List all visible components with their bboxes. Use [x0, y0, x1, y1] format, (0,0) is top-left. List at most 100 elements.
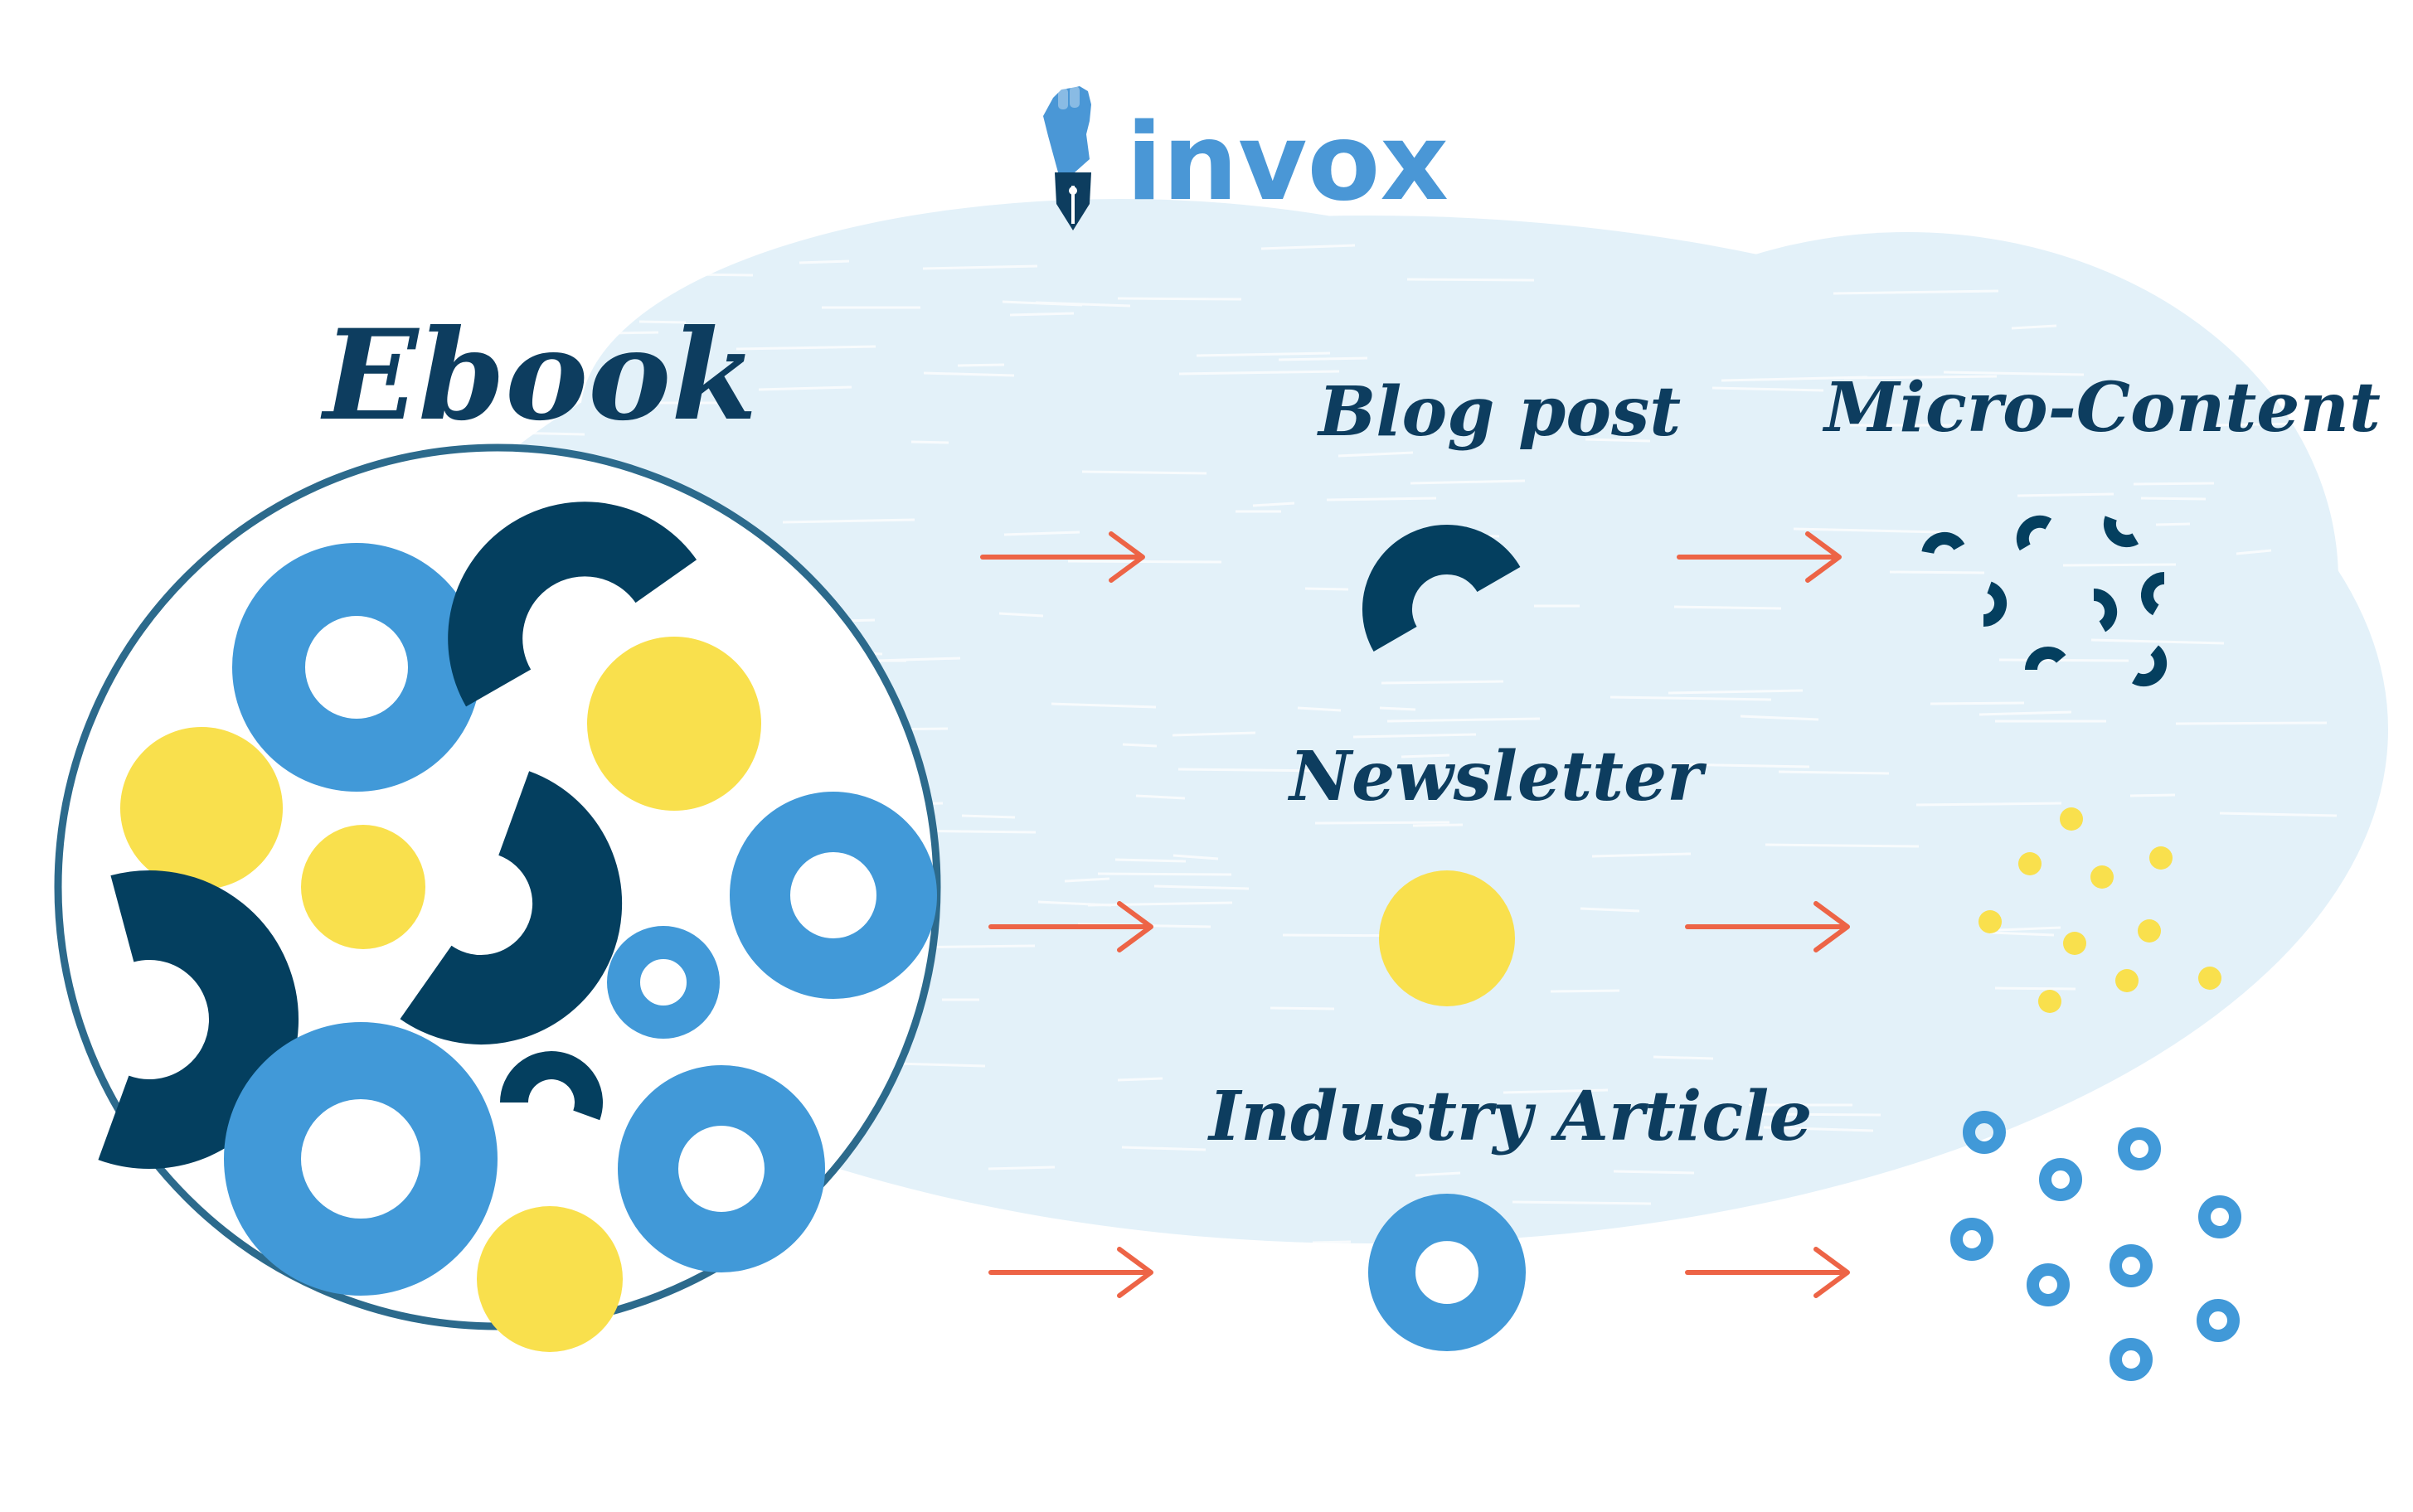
haze-streak [625, 272, 754, 277]
micro-blue-ring [2118, 1127, 2161, 1170]
haze-streak [1312, 1240, 1352, 1244]
micro-navy-arc [2016, 515, 2052, 551]
haze-streak [355, 385, 489, 391]
micro-content-scatter [1921, 515, 2241, 1381]
haze-streak [1097, 872, 1232, 876]
micro-navy-arc [2140, 571, 2165, 616]
arrow-head [1117, 901, 1153, 952]
haze-streak [1406, 278, 1535, 282]
haze-streak [1978, 710, 2072, 716]
haze-streak [1943, 371, 2085, 376]
haze-streak [1930, 701, 2025, 705]
haze-streak [1135, 794, 1186, 800]
industry-article-ring [1368, 1194, 1526, 1351]
ebook-blue-ring [618, 1065, 825, 1272]
arrow-head [1813, 1247, 1850, 1298]
newsletter-dot [1379, 870, 1515, 1006]
haze-streak [1833, 289, 1999, 295]
haze-streak [957, 363, 1005, 367]
haze-streak [1173, 854, 1219, 860]
micro-navy-arc [2093, 588, 2118, 632]
haze-streak [1379, 706, 1416, 711]
arrow-head [1813, 901, 1850, 952]
haze-streak [1051, 702, 1157, 709]
haze-streak [923, 371, 1015, 377]
haze-streak [1314, 821, 1450, 825]
haze-streak [1381, 680, 1504, 685]
haze-streak [1067, 560, 1222, 564]
haze-streak [1003, 531, 1080, 536]
haze-streak [988, 1166, 1056, 1170]
haze-streak [1778, 770, 1890, 775]
micro-blue-ring [1950, 1218, 1993, 1261]
micro-navy-arc [2132, 645, 2168, 687]
micro-yellow-dot [2115, 969, 2139, 992]
haze-streak [1711, 386, 1824, 392]
arrows [980, 531, 1850, 1298]
haze-streak [2219, 812, 2338, 817]
micro-blue-ring [1963, 1111, 2006, 1154]
micro-yellow-dot [2018, 852, 2042, 875]
output-label-article: Industry Article [1207, 1077, 1812, 1156]
micro-blue-ring [2110, 1244, 2153, 1287]
haze-streak [1252, 502, 1295, 507]
haze-streak [1994, 986, 2076, 991]
ebook-yellow-dot [587, 637, 761, 811]
haze-streak [2133, 482, 2215, 486]
ebook-yellow-dot [120, 727, 283, 889]
haze-streak [1668, 689, 1804, 695]
haze-streak [1117, 1077, 1163, 1082]
haze-streak [1415, 1171, 1461, 1177]
haze-streak [1740, 715, 1819, 721]
haze-streak [1915, 802, 2062, 807]
haze-streak [1087, 901, 1233, 907]
haze-streak [1653, 1055, 1714, 1060]
micro-navy-arc [2025, 647, 2066, 671]
haze-streak [1386, 717, 1541, 723]
haze-streak [1297, 706, 1342, 712]
haze-streak [961, 814, 1016, 819]
haze-streak [2011, 324, 2057, 330]
micro-navy-arc [1921, 531, 1965, 555]
haze-streak [1121, 1146, 1206, 1151]
haze-streak [2035, 1248, 2100, 1253]
haze-streak [1326, 497, 1437, 502]
haze-streak [1503, 1088, 1609, 1094]
micro-navy-arc [2103, 516, 2139, 548]
haze-streak [1172, 731, 1256, 737]
haze-streak [2017, 492, 2114, 497]
micro-blue-ring [2198, 1195, 2241, 1238]
haze-streak [1673, 605, 1782, 610]
ebook-yellow-dot [301, 825, 425, 949]
output-label-blog: Blog post [1317, 372, 1681, 452]
ebook-circle [54, 443, 941, 1352]
micro-yellow-dot [2138, 919, 2161, 943]
haze-streak [1122, 743, 1158, 748]
ebook-blue-ring [232, 543, 481, 792]
haze-streak [1972, 1208, 2105, 1212]
micro-yellow-dot [2038, 990, 2061, 1013]
haze-streak [922, 264, 1038, 270]
micro-yellow-dot [2198, 967, 2221, 990]
micro-content-label: Micro-Content [1822, 368, 2381, 448]
ebook-navy-arc [98, 870, 299, 1169]
haze-streak [2211, 422, 2304, 427]
haze-streak [1989, 931, 2055, 937]
micro-blue-ring [2110, 1338, 2153, 1381]
haze-streak [2208, 1104, 2344, 1109]
haze-streak [1064, 877, 1110, 883]
micro-yellow-dot [2063, 932, 2086, 955]
haze-streak [1580, 907, 1640, 913]
haze-streak [426, 429, 585, 436]
arrow-head [1109, 531, 1145, 583]
haze-streak [2129, 793, 2176, 797]
haze-streak [1609, 695, 1772, 701]
haze-streak [1153, 884, 1250, 890]
ebook-blue-ring [607, 926, 720, 1039]
haze-streak [782, 518, 915, 524]
haze-streak [1412, 823, 1464, 827]
haze-streak [1793, 527, 1942, 534]
haze-streak [1338, 451, 1414, 458]
haze-streak [799, 259, 850, 264]
